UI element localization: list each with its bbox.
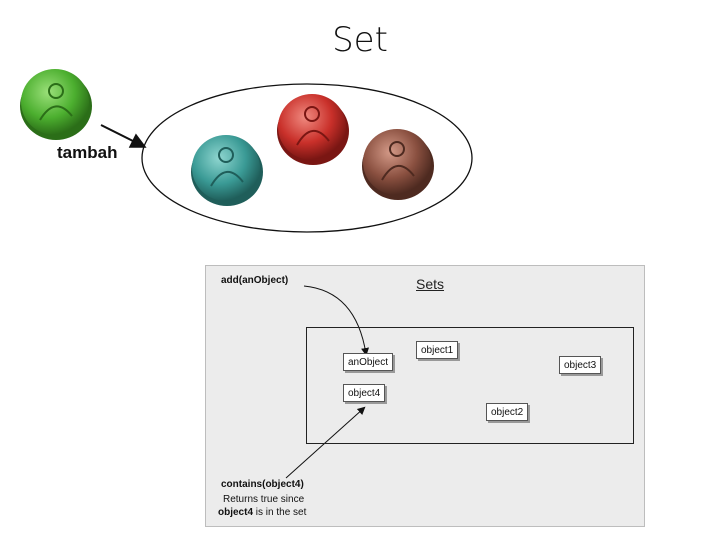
returns-line2: object4 is in the set [218,507,306,518]
sets-heading: Sets [416,276,445,292]
contains-caption: contains(object4) [221,479,304,490]
add-label: tambah [57,143,118,162]
object-box-anobject: anObject [343,353,394,371]
returns-rest: is in the set [253,507,307,518]
object-box-object2: object2 [486,403,529,421]
returns-bold-object: object4 [218,507,254,518]
returns-line1: Returns true since [223,494,305,505]
sets-panel: add(anObject) Sets anObject object1 obje… [205,265,645,527]
add-caption: add(anObject) [221,275,289,286]
green-coin [20,69,92,140]
slide-title: Set [332,20,388,60]
inner-set-box [306,327,634,444]
add-arrow [100,124,147,148]
red-coin [277,94,349,165]
add-curve-arrow [303,285,370,356]
object-box-object3: object3 [559,356,602,374]
object-box-object1: object1 [416,341,459,359]
teal-coin [191,135,263,206]
set-ellipse [141,83,473,233]
coin-set-illustration [20,69,473,233]
object-box-object4: object4 [343,384,386,402]
brown-coin [362,129,434,200]
